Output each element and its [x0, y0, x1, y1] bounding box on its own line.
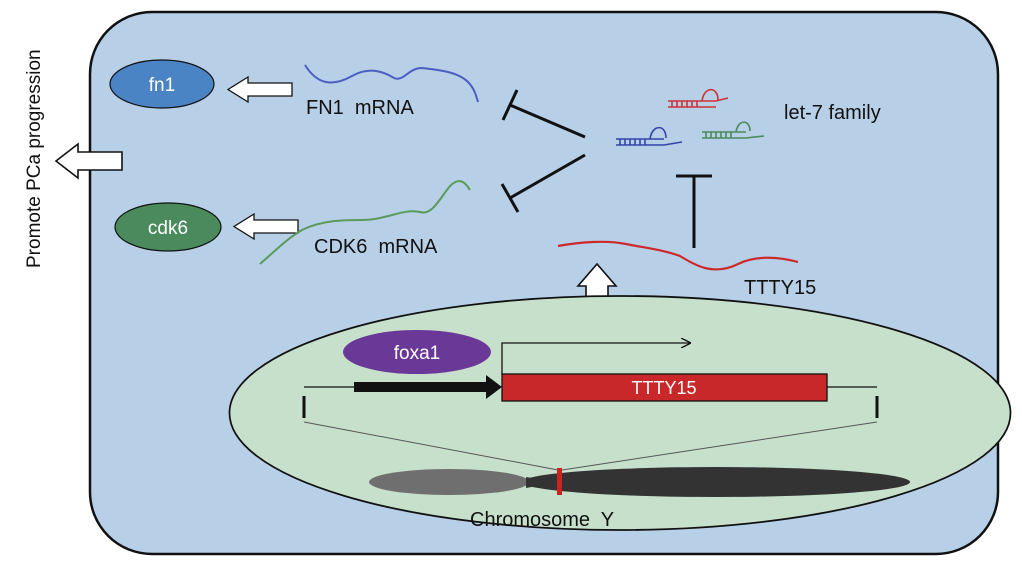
fn1-mrna-strand — [304, 64, 479, 103]
ttty15-gene-label: TTTY15 — [631, 378, 696, 398]
let7-mirna-red — [668, 88, 729, 108]
chromosome-short-arm — [369, 469, 529, 495]
inhibit-line-cdk6 — [509, 153, 586, 200]
fn1-mrna-label: FN1 mRNA — [306, 97, 414, 119]
chromosome-long-arm — [522, 467, 910, 497]
let7-family-label: let-7 family — [784, 102, 881, 124]
fn1-protein-oval — [109, 59, 215, 109]
zoom-line-left — [303, 421, 559, 471]
chromosome-centromere — [526, 477, 548, 488]
inhibit-bar-cdk6 — [500, 183, 520, 213]
cdk6-mrna-strand — [259, 180, 471, 265]
cdk6-mrna-label: CDK6 mRNA — [314, 236, 438, 258]
cdk6-label: cdk6 — [148, 218, 188, 239]
inhibit-bar-fn1 — [501, 89, 519, 121]
zoom-line-right — [561, 421, 878, 471]
fn1-label: fn1 — [149, 75, 175, 96]
ttty15-rna-label: TTTY15 — [744, 277, 816, 299]
let7-mirna-blue — [616, 126, 683, 146]
side-label-promote-pca: Promote PCa progression — [24, 49, 45, 268]
foxa1-label: foxa1 — [394, 343, 440, 364]
fn1-hollow-arrow — [226, 75, 293, 104]
promoter-arrow — [354, 375, 502, 399]
cdk6-hollow-arrow — [232, 212, 299, 241]
chromosome-label: Chromosome Y — [470, 509, 614, 531]
let7-mirna-green — [702, 121, 765, 139]
cdk6-protein-oval — [114, 202, 222, 252]
promote-arrow-left — [54, 142, 123, 180]
inhibit-line-fn1 — [509, 103, 586, 139]
foxa1-oval — [343, 330, 491, 374]
chromosome-locus-mark — [557, 468, 562, 495]
transcription-start-arrow — [501, 343, 690, 375]
ttty15-gene-box — [501, 373, 828, 402]
ttty15-rna-strand — [557, 240, 799, 271]
